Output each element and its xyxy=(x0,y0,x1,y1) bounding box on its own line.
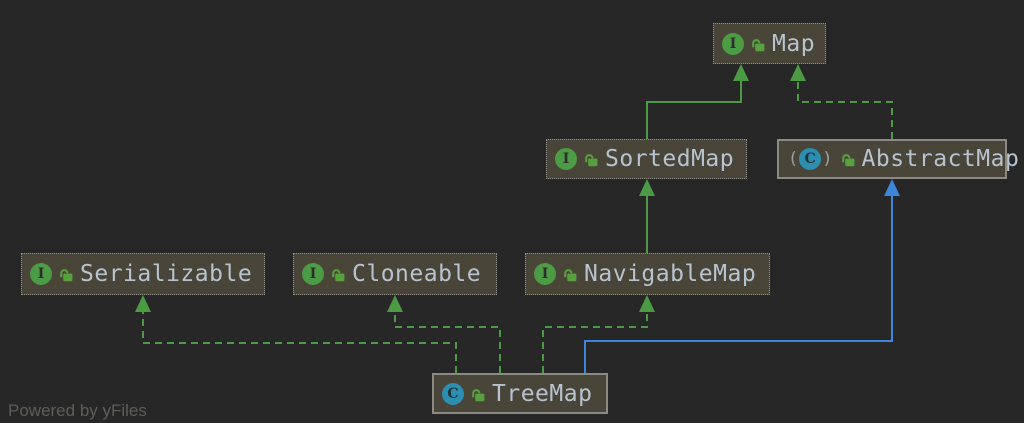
yfiles-watermark: Powered by yFiles xyxy=(8,401,147,420)
open-lock-icon xyxy=(583,151,599,167)
edge-navigablemap-extends-sortedmap xyxy=(639,179,655,253)
interface-icon: I xyxy=(302,263,324,285)
node-label: Serializable xyxy=(80,261,253,287)
edge-treemap-extends-abstractmap xyxy=(584,179,900,373)
edge-treemap-implements-serializable xyxy=(135,295,457,373)
node-label: AbstractMap xyxy=(861,146,1020,172)
open-lock-icon xyxy=(330,266,346,282)
interface-icon: I xyxy=(722,32,744,55)
node-abstractmap[interactable]: ( C ) AbstractMap xyxy=(777,139,1019,179)
node-cloneable[interactable]: I Cloneable xyxy=(293,253,497,295)
class-icon: C xyxy=(442,382,464,405)
class-icon: C xyxy=(799,148,822,170)
open-lock-icon xyxy=(470,386,486,402)
abstract-class-icon: ( C ) xyxy=(787,148,834,170)
interface-icon: I xyxy=(555,148,577,170)
node-label: SortedMap xyxy=(605,146,735,172)
node-label: NavigableMap xyxy=(584,261,757,287)
edge-sortedmap-extends-map xyxy=(646,64,749,139)
open-lock-icon xyxy=(58,266,74,282)
open-lock-icon xyxy=(840,151,856,167)
open-lock-icon xyxy=(562,266,578,282)
abstract-paren: ) xyxy=(822,149,833,169)
node-navigablemap[interactable]: I NavigableMap xyxy=(525,253,770,295)
node-treemap[interactable]: C TreeMap xyxy=(432,373,608,414)
node-label: Map xyxy=(772,30,816,57)
node-map[interactable]: I Map xyxy=(713,23,826,64)
edge-treemap-implements-navigablemap xyxy=(542,295,655,373)
node-label: Cloneable xyxy=(352,261,482,287)
edge-abstractmap-implements-map xyxy=(790,64,893,139)
interface-icon: I xyxy=(534,263,556,285)
node-serializable[interactable]: I Serializable xyxy=(21,253,265,295)
edge-treemap-implements-cloneable xyxy=(387,295,501,373)
interface-icon: I xyxy=(30,263,52,285)
open-lock-icon xyxy=(750,36,766,52)
abstract-paren: ( xyxy=(788,149,799,169)
node-label: TreeMap xyxy=(492,380,593,407)
node-sortedmap[interactable]: I SortedMap xyxy=(546,139,747,179)
